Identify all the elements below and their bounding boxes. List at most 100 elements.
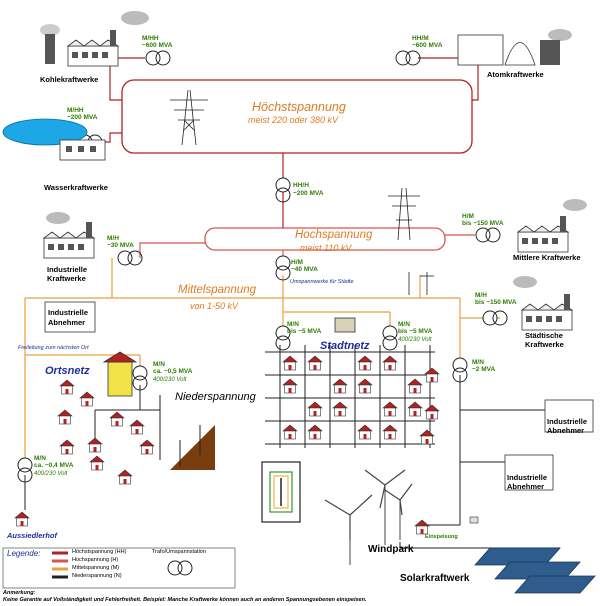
industrie-label-2: Kraftwerke	[47, 274, 86, 283]
industrie-label-1: Industrielle	[47, 265, 88, 274]
windrad-icon	[324, 469, 413, 565]
niederspannung-title: Niederspannung	[175, 391, 256, 403]
trafo-icon	[145, 50, 171, 66]
trafo-stadt1-a: M/N	[287, 321, 299, 328]
industrielle-abnehmer-r1-box	[544, 399, 594, 433]
trafo-mittl-b: bis ~150 MVA	[462, 220, 504, 227]
house-icon	[307, 401, 323, 417]
industrie-kraftwerk-icon	[43, 212, 95, 259]
kohle-label: Kohlekraftwerke	[40, 75, 99, 84]
staedtische-kraftwerke-icon	[513, 276, 573, 331]
atomkraftwerk-icon	[457, 29, 572, 66]
trafo-hhh-a: HH/H	[293, 182, 309, 189]
trafo-staedt-a: M/H	[475, 292, 487, 299]
niederspannung-hill	[170, 425, 215, 470]
trafo-hof-c: 400/230 Volt	[34, 471, 68, 477]
trafo-hof-a: M/N	[34, 455, 46, 462]
umspannwerke-label: Umspannwerke für Städte	[290, 279, 354, 285]
trafo-icon	[117, 250, 143, 266]
trafo-wasser-b: ~200 MVA	[67, 114, 98, 121]
legend-h: Hochspannung (H)	[72, 557, 119, 563]
legend-box	[2, 547, 236, 589]
footer-text: Keine Garantie auf Vollständigkeit und F…	[3, 597, 367, 603]
ind-abn-r1-2: Abnehmer	[547, 426, 585, 435]
trafo-atom-a: HH/M	[412, 35, 429, 42]
trafo-kohle-b: ~600 MVA	[142, 42, 173, 49]
house-icon	[357, 378, 373, 394]
trafo-kohle-a: M/HH	[142, 35, 159, 42]
stadtnetz-label: Stadtnetz	[320, 340, 370, 352]
footer-title: Anmerkung:	[3, 590, 36, 596]
industrielle-abnehmer-left-box	[44, 301, 96, 333]
legend-m: Mittelspannung (M)	[72, 565, 120, 571]
ind-abn-r1-1: Industrielle	[547, 417, 588, 426]
legend-hh: Höchstspannung (HH)	[72, 549, 127, 555]
hoechstspannung-sub: meist 220 oder 380 kV	[248, 115, 339, 125]
trafo-atom-b: ~600 MVA	[412, 42, 443, 49]
legend-trafo: Trafo/Umspannstation	[152, 549, 206, 555]
mittelspannung-sub: von 1-50 kV	[190, 301, 239, 311]
umrichter-icon	[261, 461, 301, 523]
ind-abn-r2-2: Abnehmer	[507, 482, 545, 491]
einspeisung-label: Einspeisung	[425, 534, 458, 540]
trafo-ind-a: M/H	[107, 235, 119, 242]
trafo-mittl-a: H/M	[462, 213, 474, 220]
house-icon	[382, 355, 398, 371]
freileitung-label: Freileitung zum nächsten Ort	[18, 345, 89, 351]
house-icon	[307, 424, 323, 440]
hochspannungsmast-icon	[170, 89, 208, 146]
trafo-hhh-b: ~200 MVA	[293, 190, 324, 197]
ind-abn-r2-1: Industrielle	[507, 473, 548, 482]
trafo-orts-c: 400/230 Volt	[153, 377, 187, 383]
windpark-label: Windpark	[368, 544, 414, 555]
wasserkraftwerk-icon	[2, 118, 106, 161]
trafo-icon	[382, 325, 398, 351]
trafo-staedt-b: bis ~150 MVA	[475, 299, 517, 306]
solar-label: Solarkraftwerk	[400, 573, 470, 584]
trafo-mn-a: M/N	[472, 359, 484, 366]
strommast-icon	[408, 272, 434, 295]
trafo-icon	[482, 310, 508, 326]
ind-abn-left-2: Abnehmer	[48, 318, 86, 327]
house-icon	[407, 401, 423, 417]
hoechstspannung-bus	[121, 79, 473, 154]
hochspannung-sub: meist 110 kV	[300, 243, 352, 253]
mittlere-kraftwerke-icon	[517, 199, 587, 253]
staedt-label-1: Städtische	[525, 331, 563, 340]
industrielle-abnehmer-r2-box	[504, 454, 554, 491]
hochspannung-title: Hochspannung	[295, 229, 373, 241]
trafo-hm-a: H/M	[291, 259, 303, 266]
trafo-hof-b: ca. ~0,4 MVA	[34, 462, 74, 469]
trafo-icon	[475, 227, 501, 243]
mittlere-label: Mittlere Kraftwerke	[513, 253, 581, 262]
ortsnetz-houses	[14, 379, 155, 527]
aussiedlerhof-label: Aussiedlerhof	[7, 531, 58, 540]
kohlekraftwerk-icon	[40, 11, 149, 67]
mittelspannung-title: Mittelspannung	[178, 284, 256, 296]
trafo-icon	[395, 50, 421, 66]
house-icon	[282, 424, 298, 440]
house-icon	[357, 424, 373, 440]
trafo-ind-b: ~30 MVA	[107, 242, 134, 249]
stadtnetz-grid	[265, 345, 435, 448]
mast-icon	[388, 187, 420, 241]
hochspannung-bus	[204, 227, 446, 251]
atom-label: Atomkraftwerke	[487, 70, 544, 79]
trafo-mn-b: ~2 MVA	[472, 366, 496, 373]
house-icon	[332, 401, 348, 417]
solarpanel-icon	[474, 547, 596, 594]
house-icon	[382, 401, 398, 417]
stadtnetz-station-icon	[334, 317, 356, 333]
house-icon	[332, 378, 348, 394]
house-icon	[357, 355, 373, 371]
trafo-hm-b: ~40 MVA	[291, 266, 318, 273]
ortsnetz-label: Ortsnetz	[45, 365, 90, 377]
trafo-stadt2-c: 400/230 Volt	[398, 337, 432, 343]
staedt-label-2: Kraftwerke	[525, 340, 564, 349]
trafo-orts-a: M/N	[153, 361, 165, 368]
house-icon	[282, 355, 298, 371]
ind-abn-left-1: Industrielle	[48, 308, 89, 317]
wasser-label: Wasserkraftwerke	[44, 183, 108, 192]
trafo-orts-b: ca. ~0,5 MVA	[153, 368, 193, 375]
